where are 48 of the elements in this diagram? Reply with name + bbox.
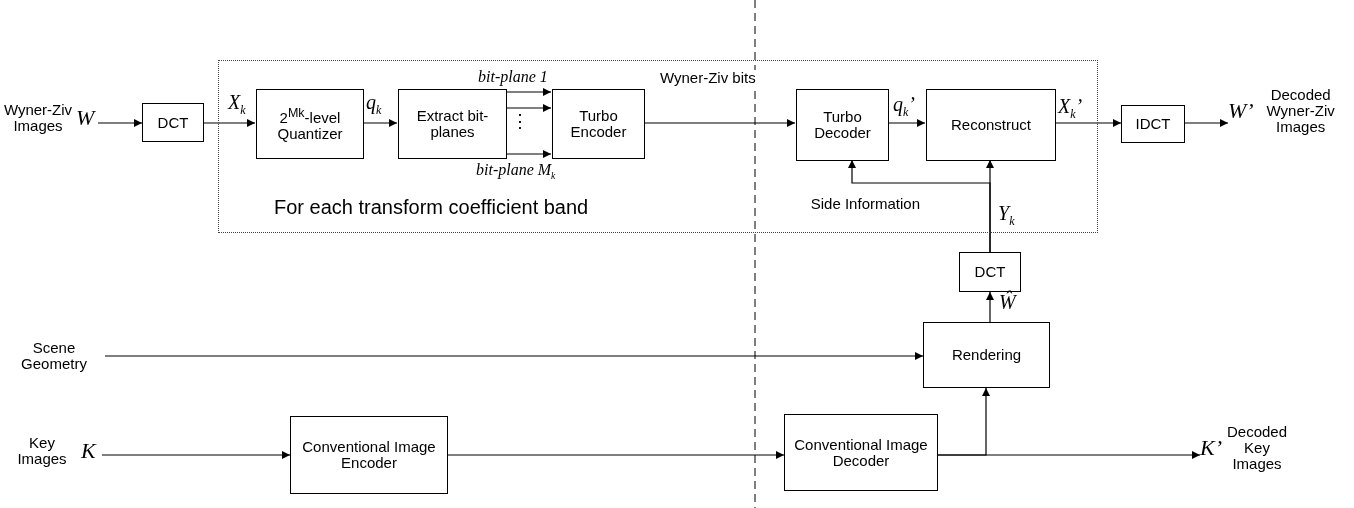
arrow <box>505 104 552 112</box>
edge-label: Wyner-Ziv bits <box>660 70 756 86</box>
edge-label: Y$_{k}$ <box>998 203 1015 227</box>
arrow <box>1054 119 1122 127</box>
signal-symbol: K <box>81 439 96 463</box>
dotted-band <box>218 60 1098 233</box>
arrow <box>986 291 994 323</box>
process-box: Reconstruct <box>926 89 1056 161</box>
signal-name: Scene Geometry <box>20 340 88 372</box>
edge-label: bit-plane M$_{k}$ <box>476 162 556 181</box>
edge-label: bit-plane 1 <box>478 69 548 85</box>
arrow <box>101 451 291 459</box>
arrow <box>97 119 143 127</box>
process-box: DCT <box>142 103 204 142</box>
process-box: IDCT <box>1121 105 1185 143</box>
arrow <box>447 451 785 459</box>
process-box: Rendering <box>923 322 1050 388</box>
arrow <box>505 150 552 158</box>
signal-name: Key Images <box>16 435 68 467</box>
arrow <box>362 119 398 127</box>
edge-label: X$_{k}$ <box>228 92 246 116</box>
edge-label: Ŵ <box>999 292 1016 312</box>
arrow <box>1184 119 1229 127</box>
edge-label: q$_{k}$’ <box>893 94 915 118</box>
signal-symbol: K’ <box>1200 436 1222 460</box>
signal-name: Decoded Wyner-Ziv Images <box>1265 87 1336 135</box>
process-box: 2$^{Mk}$-level Quantizer <box>256 89 364 159</box>
process-box: Turbo Decoder <box>796 89 889 161</box>
arrow <box>505 88 552 96</box>
arrow <box>104 352 924 360</box>
band-title: For each transform coefficient band <box>274 197 589 218</box>
edge-label: X$_{k}$’ <box>1058 96 1083 120</box>
process-box: DCT <box>959 252 1021 292</box>
signal-symbol: W <box>76 106 95 130</box>
ellipsis-mark: ⋮ <box>511 112 529 131</box>
process-box: Conventional Image Encoder <box>290 416 448 494</box>
signal-name: Decoded Key Images <box>1225 424 1288 472</box>
arrow <box>643 119 796 127</box>
arrow <box>848 159 991 253</box>
process-box: Turbo Encoder <box>552 89 645 159</box>
edge-label: Side Information <box>810 196 920 212</box>
arrow <box>937 387 990 456</box>
process-box: Conventional Image Decoder <box>784 414 938 491</box>
signal-symbol: W’ <box>1228 99 1254 123</box>
process-box: Extract bit-planes <box>398 89 507 159</box>
arrow <box>887 119 926 127</box>
arrow <box>203 119 256 127</box>
signal-name: Wyner-Ziv Images <box>3 102 73 134</box>
